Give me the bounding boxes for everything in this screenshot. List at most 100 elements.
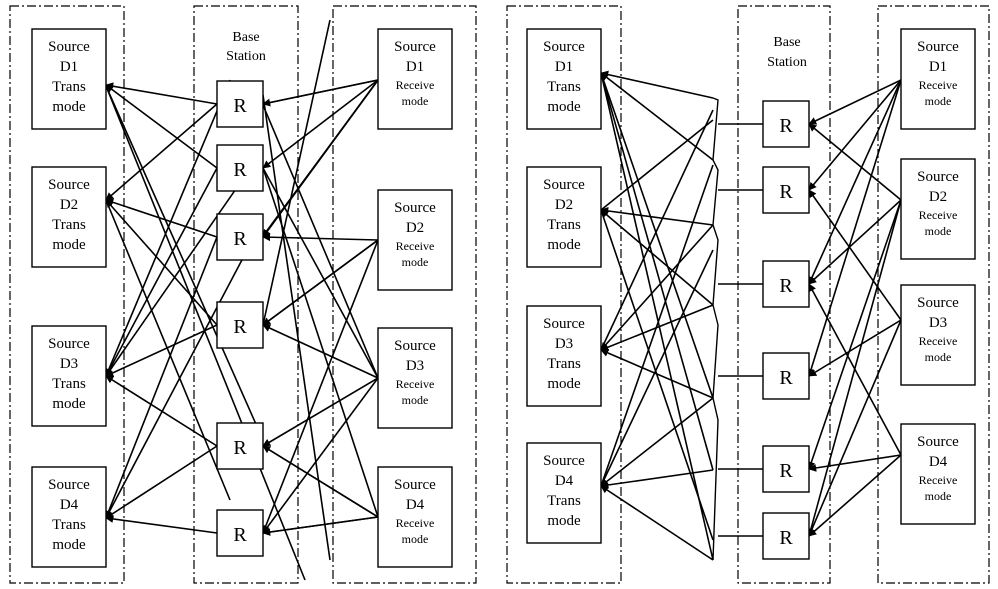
left-relay-5: R	[216, 422, 264, 470]
trans-label: Trans	[547, 217, 581, 233]
receive-label: Source	[917, 295, 959, 311]
trans-label: D4	[555, 473, 574, 489]
receive-box	[900, 158, 976, 260]
edge-crossing	[600, 72, 714, 561]
receive-box	[900, 423, 976, 525]
trans-label: Trans	[52, 217, 86, 233]
edge-relay-to-trans	[105, 445, 218, 519]
relay-box	[762, 260, 810, 308]
right-bus-spine	[712, 97, 719, 561]
relay-label: R	[233, 228, 247, 250]
edge-crossing	[105, 219, 264, 519]
left-relay-6: R	[216, 509, 264, 557]
trans-label: D2	[555, 197, 573, 213]
left-trans-column	[9, 5, 125, 584]
relay-label: R	[779, 367, 793, 389]
edge-relay-to-trans	[105, 82, 218, 105]
trans-label: mode	[547, 513, 581, 529]
left-station-label: Base	[232, 30, 259, 45]
edge-receive-to-relay	[808, 79, 902, 191]
receive-label: D3	[406, 358, 424, 374]
receive-label: Source	[394, 338, 436, 354]
edge-bus-to-trans	[600, 70, 714, 99]
trans-label: Trans	[52, 376, 86, 392]
edge-relay-to-trans	[105, 198, 218, 238]
receive-label: mode	[402, 94, 429, 108]
receive-label: mode	[925, 94, 952, 108]
edge-receive-to-relay	[808, 283, 902, 456]
receive-box	[377, 28, 453, 130]
relay-box	[216, 422, 264, 470]
trans-label: Source	[48, 336, 90, 352]
relay-box	[216, 144, 264, 192]
right-relay-4: R	[762, 352, 810, 400]
edge-receive-to-relay	[262, 324, 379, 379]
right-relay-3: R	[762, 260, 810, 308]
receive-box	[900, 28, 976, 130]
edge-crossing	[600, 72, 714, 471]
edge-crossing	[600, 72, 714, 399]
relay-box	[762, 445, 810, 493]
edge-receive-cross	[262, 445, 379, 518]
edge-bus-to-trans	[600, 397, 714, 487]
left-relay-1: R	[216, 80, 264, 128]
trans-label: mode	[547, 99, 581, 115]
receive-label: Source	[917, 39, 959, 55]
edge-relay-to-trans	[105, 167, 218, 377]
edge-crossing	[105, 79, 231, 377]
receive-label: D3	[929, 315, 947, 331]
edge-relay-to-trans	[105, 324, 218, 377]
trans-label: Source	[543, 39, 585, 55]
edge-crossing	[262, 167, 379, 518]
trans-label: mode	[52, 237, 86, 253]
relay-box	[216, 301, 264, 349]
trans-label: Source	[48, 39, 90, 55]
trans-box	[31, 325, 107, 427]
trans-label: D2	[60, 197, 78, 213]
receive-label: mode	[925, 224, 952, 238]
relay-label: R	[779, 460, 793, 482]
trans-label: Source	[543, 316, 585, 332]
receive-label: D4	[929, 454, 948, 470]
trans-label: mode	[52, 396, 86, 412]
edge-receive-cross	[262, 516, 379, 534]
trans-label: Trans	[52, 79, 86, 95]
receive-label: D2	[406, 220, 424, 236]
trans-box	[526, 305, 602, 407]
edge-receive-to-relay	[808, 123, 902, 201]
receive-box	[900, 284, 976, 386]
edge-receive-to-relay	[808, 319, 902, 537]
receive-label: D1	[929, 59, 947, 75]
receive-label: D1	[406, 59, 424, 75]
receive-label: Receive	[396, 377, 435, 391]
receive-box	[377, 189, 453, 291]
receive-label: Source	[394, 477, 436, 493]
receive-label: mode	[925, 489, 952, 503]
relay-box	[762, 166, 810, 214]
relay-label: R	[779, 115, 793, 137]
edge-relay-to-trans	[104, 236, 218, 519]
right-station-label: Base	[773, 35, 800, 50]
edge-receive-to-relay	[808, 319, 902, 377]
trans-label: Trans	[547, 79, 581, 95]
left-relay-4: R	[216, 301, 264, 349]
receive-box	[377, 466, 453, 568]
right-station-column	[737, 5, 831, 584]
left-relay-2: R	[216, 144, 264, 192]
right-relay-2: R	[762, 166, 810, 214]
relay-box	[762, 100, 810, 148]
edge-relay-to-trans	[105, 103, 218, 201]
edge-crossing	[600, 119, 714, 211]
trans-label: Trans	[547, 493, 581, 509]
receive-label: Source	[394, 39, 436, 55]
right-trans-column	[506, 5, 622, 584]
trans-label: mode	[547, 376, 581, 392]
receive-label: mode	[402, 255, 429, 269]
